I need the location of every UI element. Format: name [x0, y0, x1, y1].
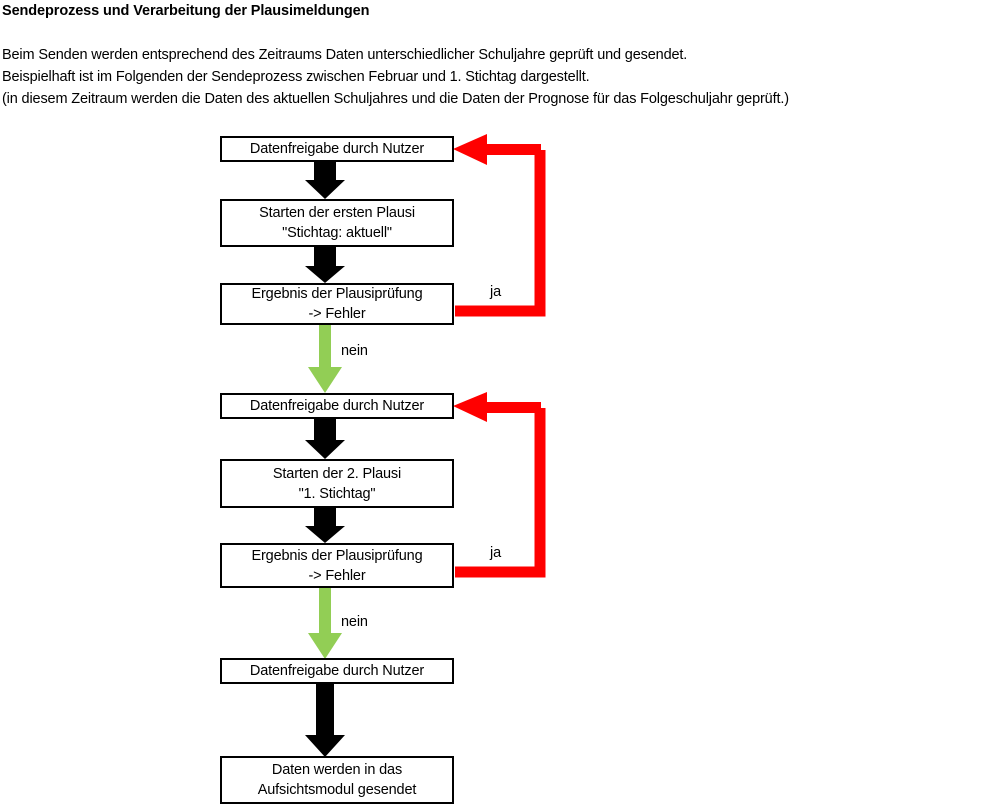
flow-node-ergebnis-plausipruefung-1[interactable]: Ergebnis der Plausiprüfung -> Fehler [220, 283, 454, 325]
arrow-nein-node6-to-node7 [308, 588, 342, 659]
flow-node-label-line-2: Aufsichtsmodul gesendet [257, 782, 417, 798]
flow-node-label-line-2: -> Fehler [308, 567, 366, 584]
flow-node-datenfreigabe-3[interactable]: Datenfreigabe durch Nutzer [220, 658, 454, 684]
flow-node-datenfreigabe-1[interactable]: Datenfreigabe durch Nutzer [220, 136, 454, 162]
arrow-node1-to-node2 [305, 162, 345, 199]
page-title: Sendeprozess und Verarbeitung der Plausi… [2, 3, 370, 19]
arrow-node7-to-node8 [305, 684, 345, 757]
arrow-ja-node3-to-node1 [453, 134, 546, 317]
flow-node-starten-zweite-plausi[interactable]: Starten der 2. Plausi "1. Stichtag" [220, 459, 454, 508]
flow-node-label-line-1: Ergebnis der Plausiprüfung [251, 286, 423, 302]
arrow-node5-to-node6 [305, 508, 345, 543]
flow-node-ergebnis-plausipruefung-2[interactable]: Ergebnis der Plausiprüfung -> Fehler [220, 543, 454, 588]
flow-node-label: Datenfreigabe durch Nutzer [249, 663, 425, 679]
flow-node-label-line-1: Daten werden in das [271, 762, 403, 778]
edge-label-nein-1: nein [341, 343, 368, 359]
flow-node-starten-erste-plausi[interactable]: Starten der ersten Plausi "Stichtag: akt… [220, 199, 454, 247]
intro-paragraph-line-1: Beim Senden werden entsprechend des Zeit… [2, 47, 688, 63]
flow-node-label: Datenfreigabe durch Nutzer [249, 141, 425, 157]
intro-paragraph-line-3: (in diesem Zeitraum werden die Daten des… [2, 91, 789, 107]
arrow-ja-node6-to-node4 [453, 392, 546, 578]
flow-node-label: Datenfreigabe durch Nutzer [249, 398, 425, 414]
edge-label-ja-1: ja [490, 284, 501, 300]
arrow-node4-to-node5 [305, 419, 345, 459]
intro-paragraph-line-2: Beispielhaft ist im Folgenden der Sendep… [2, 69, 590, 85]
edge-label-nein-2: nein [341, 614, 368, 630]
flow-node-label-line-1: Starten der ersten Plausi [259, 205, 415, 221]
flow-node-label-line-2: "Stichtag: aktuell" [282, 225, 392, 241]
arrow-node2-to-node3 [305, 247, 345, 283]
edge-label-ja-2: ja [490, 545, 501, 561]
arrow-nein-node3-to-node4 [308, 325, 342, 393]
flow-node-datenfreigabe-2[interactable]: Datenfreigabe durch Nutzer [220, 393, 454, 419]
flow-node-label-line-1: Starten der 2. Plausi [272, 465, 402, 482]
flow-node-label-line-2: "1. Stichtag" [298, 485, 376, 502]
flow-node-label-line-1: Ergebnis der Plausiprüfung [251, 547, 423, 564]
flow-node-daten-gesendet[interactable]: Daten werden in das Aufsichtsmodul gesen… [220, 756, 454, 804]
flow-node-label-line-2: -> Fehler [308, 306, 366, 322]
